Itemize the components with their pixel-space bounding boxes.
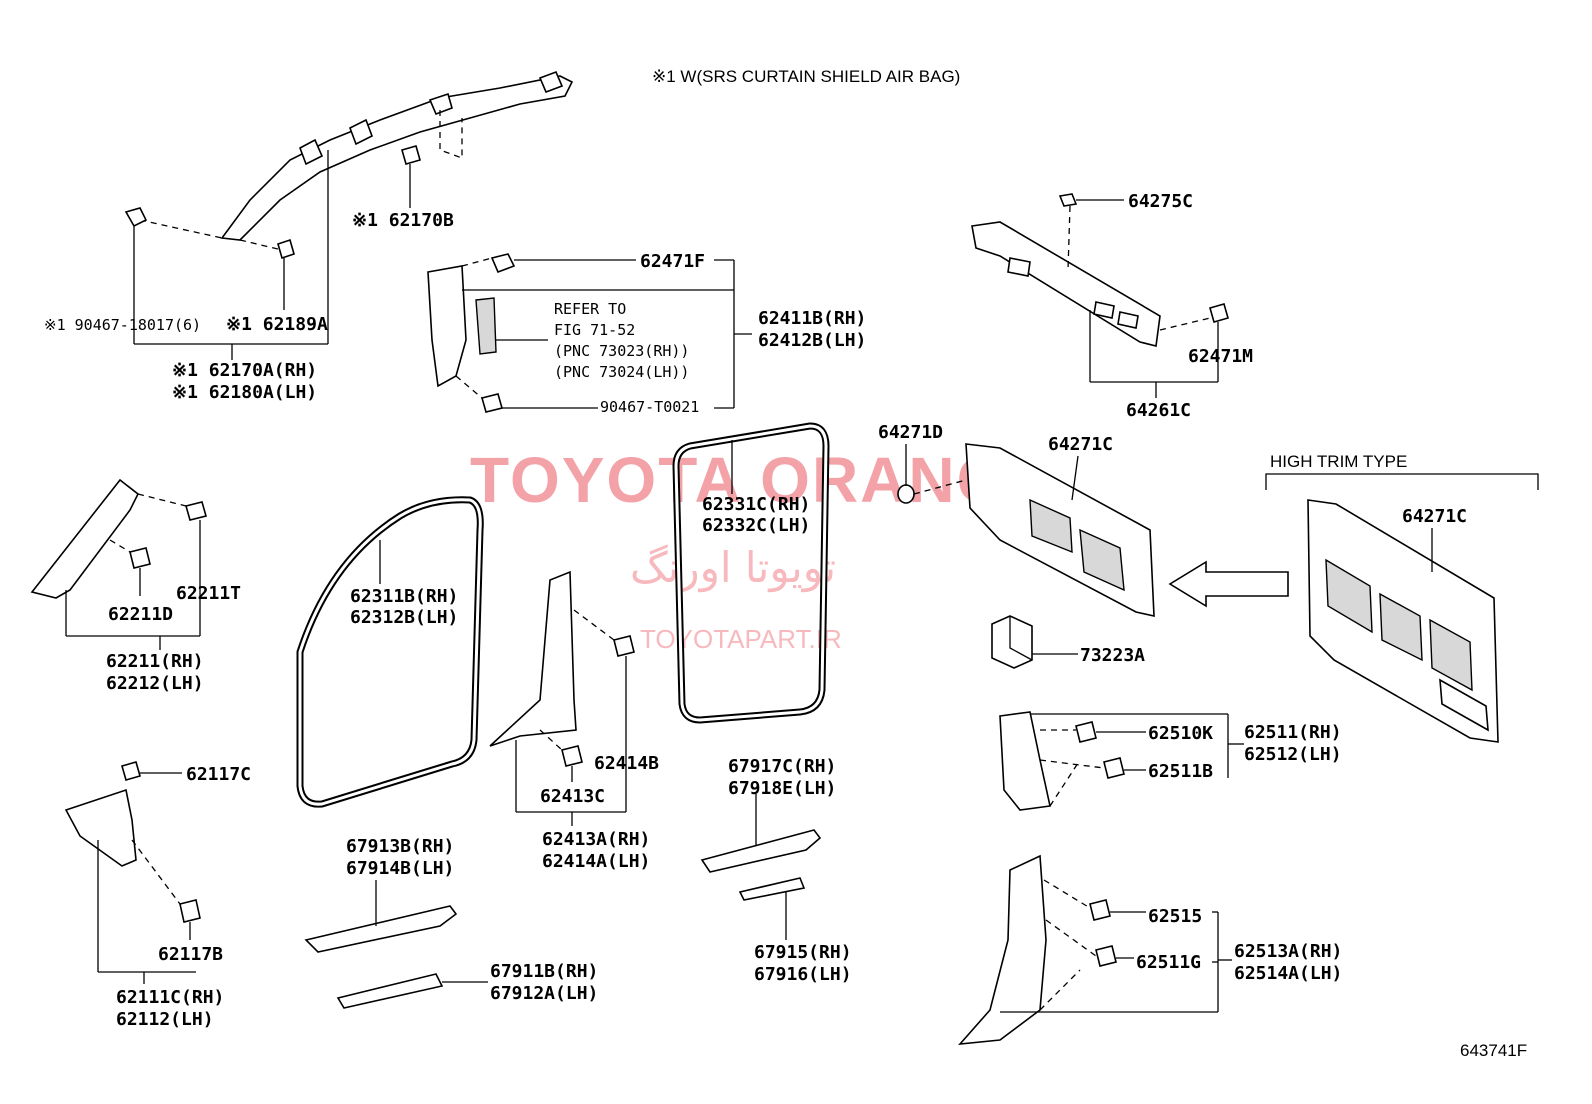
label-62311B: 62311B(RH) <box>350 586 458 607</box>
center-pillar-part <box>489 570 635 767</box>
label-67915: 67915(RH) <box>754 942 852 963</box>
label-62332C: 62332C(LH) <box>702 515 810 536</box>
label-64271D: 64271D <box>878 422 943 443</box>
label-62471F: 62471F <box>640 251 705 272</box>
rear-pillar-part <box>958 854 1117 1045</box>
refer-line1: REFER TO <box>554 300 626 318</box>
label-62514A: 62514A(LH) <box>1234 963 1342 984</box>
quarter-pillar-part <box>999 711 1125 811</box>
label-62413C: 62413C <box>540 786 605 807</box>
label-62515: 62515 <box>1148 906 1202 927</box>
watermark: TOYOTA ORANG تویوتا اورنگ TOYOTAPART.IR <box>470 444 1008 654</box>
label-62117C: 62117C <box>186 764 251 785</box>
label-62414A: 62414A(LH) <box>542 851 650 872</box>
label-67911B: 67911B(RH) <box>490 961 598 982</box>
label-62212: 62212(LH) <box>106 673 204 694</box>
label-67917C: 67917C(RH) <box>728 756 836 777</box>
label-64271C-b: 64271C <box>1402 506 1467 527</box>
label-67914B: 67914B(LH) <box>346 858 454 879</box>
high-trim-panel-part <box>1307 499 1499 743</box>
front-pillar-lower-part <box>30 478 207 599</box>
label-62111C: 62111C(RH) <box>116 987 224 1008</box>
label-62170B: ※1 62170B <box>352 210 454 231</box>
clip-62170B <box>401 145 421 208</box>
srs-note: ※1 W(SRS CURTAIN SHIELD AIR BAG) <box>652 67 960 86</box>
label-62180A: ※1 62180A(LH) <box>172 382 317 403</box>
rear-scuff-plate-part <box>700 829 822 873</box>
figure-id: 643741F <box>1460 1041 1527 1060</box>
label-62513A: 62513A(RH) <box>1234 941 1342 962</box>
part-73223A <box>991 615 1033 669</box>
label-62112: 62112(LH) <box>116 1009 214 1030</box>
watermark-title: TOYOTA ORANG <box>470 444 1008 516</box>
front-scuff-plate-part <box>304 905 458 953</box>
refer-line2: FIG 71-52 <box>554 321 635 339</box>
label-62512: 62512(LH) <box>1244 744 1342 765</box>
label-62511G: 62511G <box>1136 952 1201 973</box>
cowl-side-trim-part <box>64 761 201 923</box>
label-62511B: 62511B <box>1148 761 1213 782</box>
label-64275C: 64275C <box>1128 191 1193 212</box>
watermark-persian: تویوتا اورنگ <box>630 543 836 592</box>
high-trim-label: HIGH TRIM TYPE <box>1270 452 1407 471</box>
rear-step-cover-part <box>738 877 806 901</box>
front-pillar-part <box>427 253 516 413</box>
label-62331C: 62331C(RH) <box>702 494 810 515</box>
back-upper-panel-part <box>971 193 1229 347</box>
label-73223A: 73223A <box>1080 645 1145 666</box>
direction-arrow <box>1168 560 1289 608</box>
label-62413A: 62413A(RH) <box>542 829 650 850</box>
label-62414B: 62414B <box>594 753 659 774</box>
curtain-airbag-part <box>124 70 574 260</box>
label-67913B: 67913B(RH) <box>346 836 454 857</box>
label-62510K: 62510K <box>1148 723 1213 744</box>
label-67918E: 67918E(LH) <box>728 778 836 799</box>
label-62511: 62511(RH) <box>1244 722 1342 743</box>
back-panel-part <box>897 443 1155 618</box>
label-62471M: 62471M <box>1188 346 1253 367</box>
refer-line4: (PNC 73024(LH)) <box>554 363 689 381</box>
label-62211T: 62211T <box>176 583 241 604</box>
label-67912A: 67912A(LH) <box>490 983 598 1004</box>
label-62312B: 62312B(LH) <box>350 607 458 628</box>
label-62117B: 62117B <box>158 944 223 965</box>
label-90467-18017: ※1 90467-18017(6) <box>44 316 201 334</box>
label-62412B: 62412B(LH) <box>758 330 866 351</box>
label-67916: 67916(LH) <box>754 964 852 985</box>
rear-door-seal <box>672 422 830 724</box>
front-door-seal <box>296 496 484 808</box>
label-62189A: ※1 62189A <box>226 314 328 335</box>
label-62411B: 62411B(RH) <box>758 308 866 329</box>
refer-line3: (PNC 73023(RH)) <box>554 342 689 360</box>
label-64271C-a: 64271C <box>1048 434 1113 455</box>
label-64261C: 64261C <box>1126 400 1191 421</box>
label-62211D: 62211D <box>108 604 173 625</box>
label-62211: 62211(RH) <box>106 651 204 672</box>
front-step-cover-part <box>336 973 444 1009</box>
label-62170A: ※1 62170A(RH) <box>172 360 317 381</box>
label-90467-T0021: 90467-T0021 <box>600 398 699 416</box>
watermark-url: TOYOTAPART.IR <box>640 624 842 654</box>
